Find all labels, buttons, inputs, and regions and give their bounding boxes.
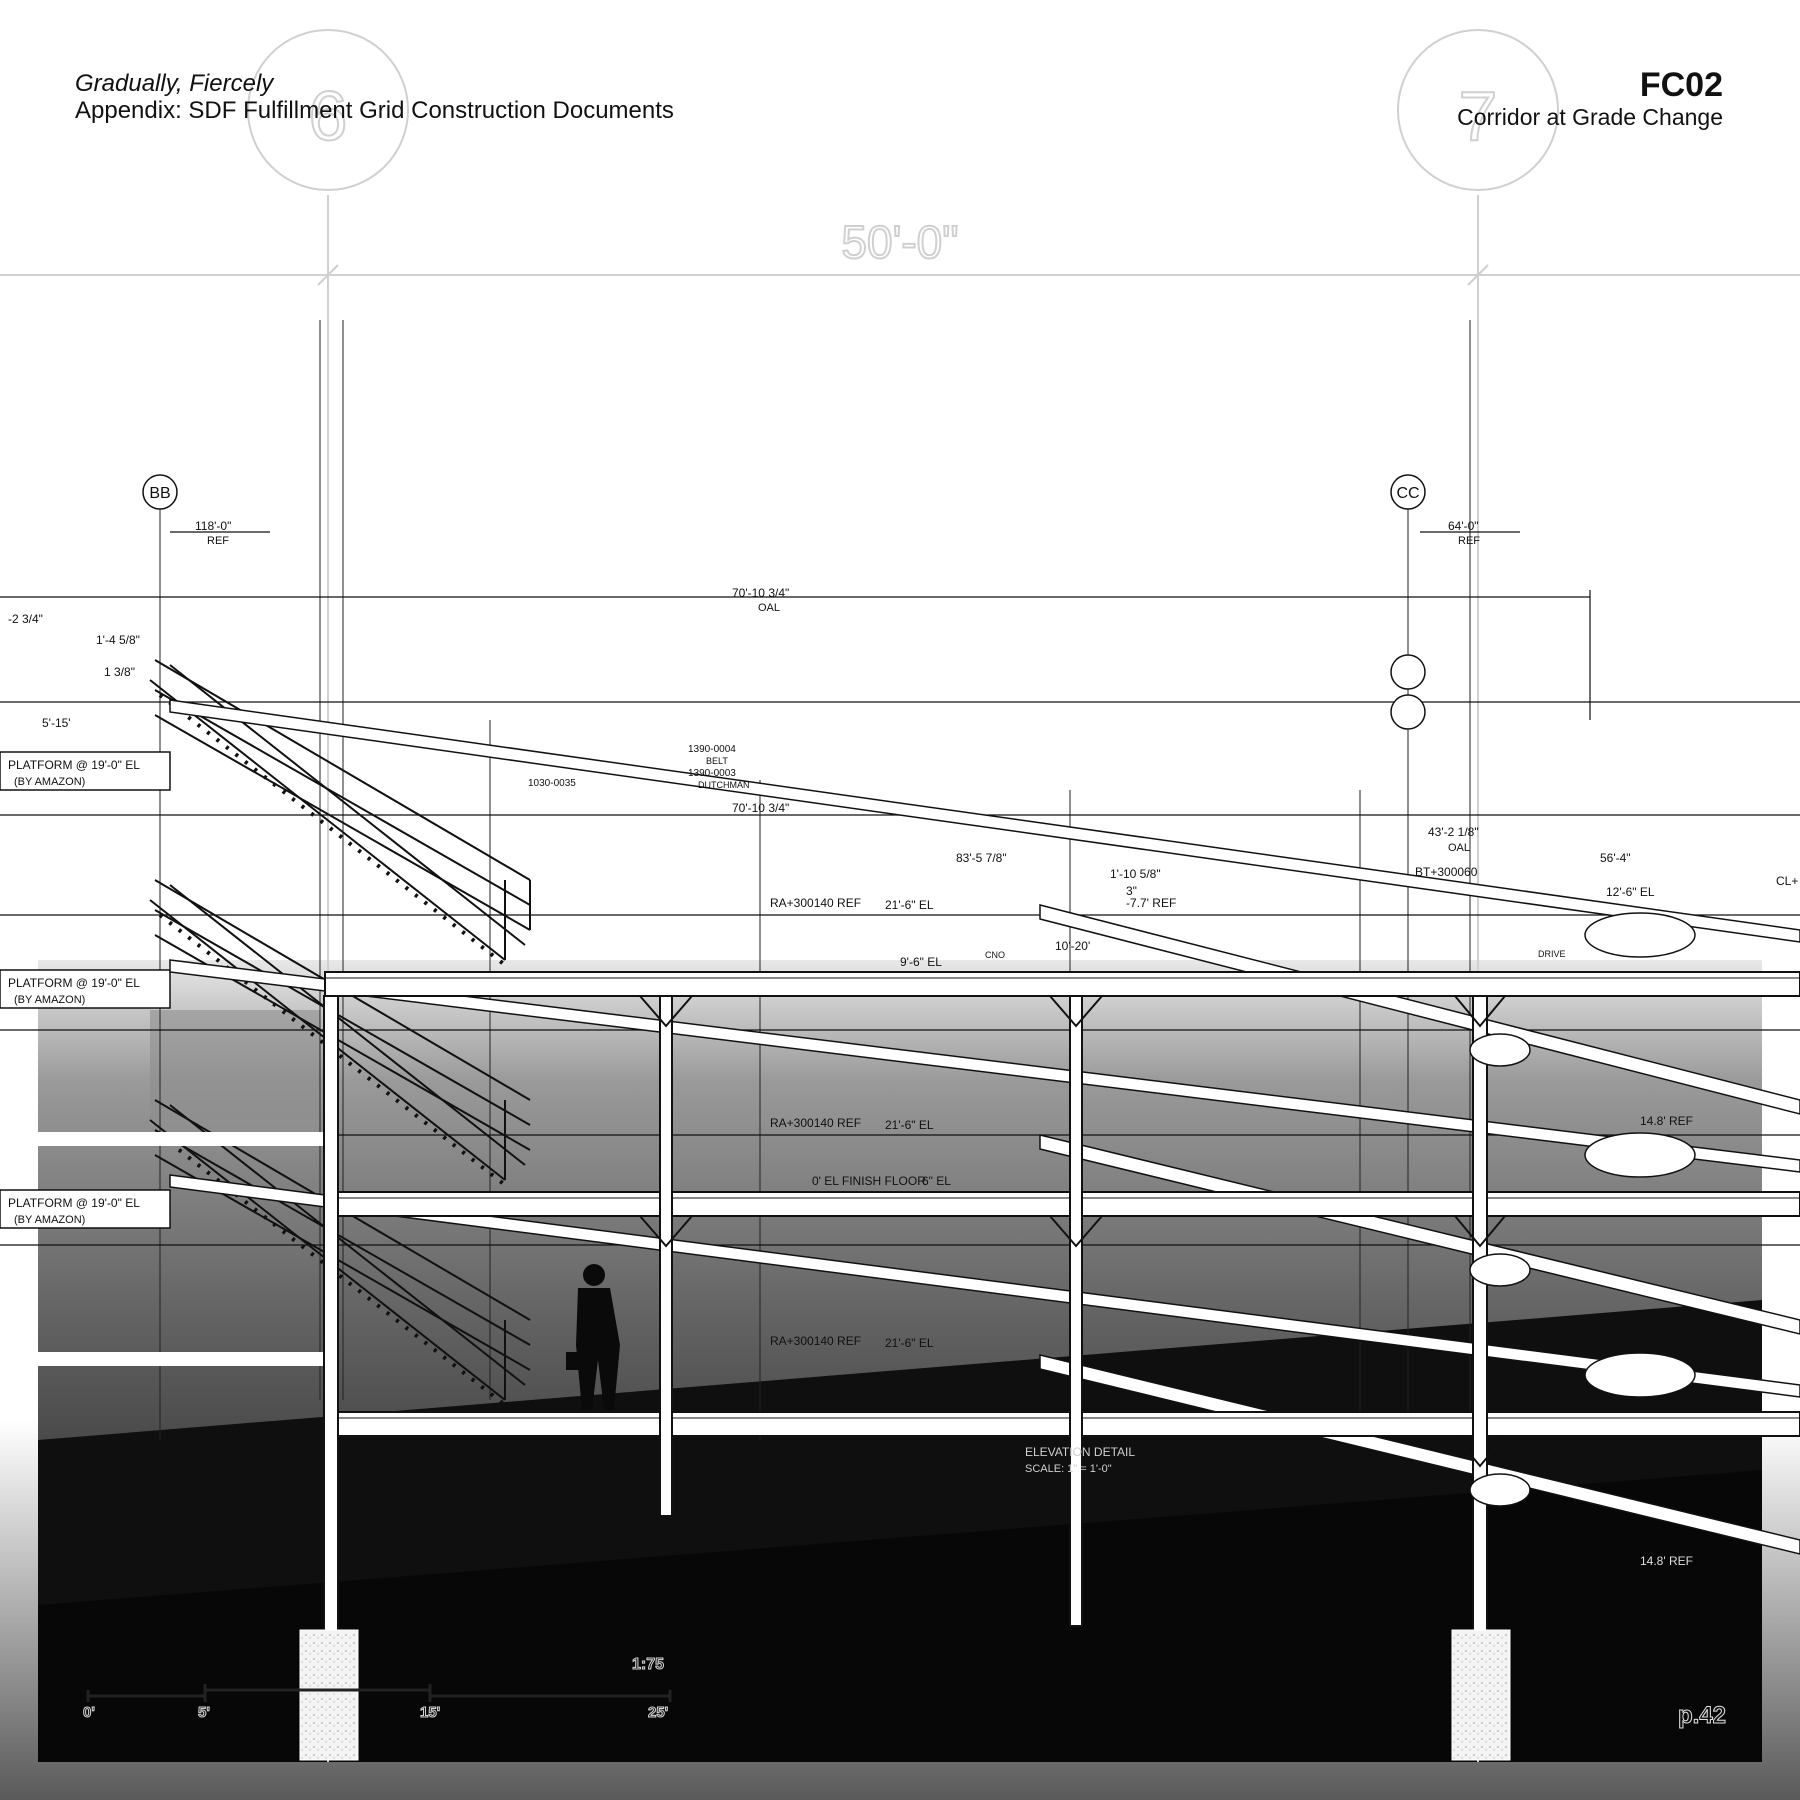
tag-dutchman: 1390-0003 <box>688 768 736 779</box>
column-3 <box>1069 995 1083 1627</box>
ref-7-7: -7.7' REF <box>1126 896 1176 910</box>
ref-14-8: 14.8' REF <box>1640 1114 1693 1128</box>
dim-10-20: 10'-20' <box>1055 939 1090 953</box>
stair-treads <box>158 693 507 1407</box>
platform-label-2: PLATFORM @ 19'-0" EL <box>8 976 140 990</box>
finish-floor-2: 0' EL FINISH FLOOR <box>812 1394 926 1408</box>
platform-label-3: PLATFORM @ 19'-0" EL <box>8 1196 140 1210</box>
ref-118: 118'-0" <box>195 519 231 533</box>
ground-dark <box>38 1470 1762 1762</box>
by-amazon-1: (BY AMAZON) <box>14 776 85 788</box>
footing-left <box>299 1629 359 1761</box>
by-amazon-3: (BY AMAZON) <box>14 1214 85 1226</box>
grid-span-dim: 50'-0" <box>841 216 958 268</box>
drive-label: DRIVE <box>1538 949 1566 959</box>
grid-bubble-left <box>247 29 409 191</box>
deck-slabs <box>0 971 1800 1437</box>
conveyor-ramps <box>169 699 1800 1555</box>
elevation-detail-title: ELEVATION DETAIL <box>1025 1445 1135 1459</box>
scale-tick-15: 15' <box>419 1704 441 1722</box>
scale-tick-25: 25' <box>647 1704 669 1722</box>
oal-length: 70'-10 3/4" <box>732 586 789 600</box>
tree-line <box>150 1010 320 1120</box>
scale-bar <box>86 1684 672 1702</box>
ref-14-8-2: 14.8' REF <box>1640 1334 1693 1348</box>
scale-tick-5: 5' <box>198 1704 211 1722</box>
bt-ref: BT+300060 <box>1415 865 1478 879</box>
ref-64-label: REF <box>1458 535 1480 547</box>
oal-label: OAL <box>758 602 780 614</box>
column-2 <box>659 995 673 1517</box>
ref-64: 64'-0" <box>1448 519 1479 533</box>
dim-2-3-4: -2 3/4" <box>8 612 43 626</box>
el-21-6: 21'-6" EL <box>885 898 934 912</box>
dim-1-10: 1'-10 5/8" <box>1110 867 1161 881</box>
dim-56-4: 56'-4" <box>1600 851 1631 865</box>
el-21-6-2: 21'-6" EL <box>885 1118 934 1132</box>
dutchman-label: DUTCHMAN <box>698 780 750 790</box>
cl-label: CL+ <box>1776 874 1798 888</box>
oal-label-2: OAL <box>1448 842 1470 854</box>
ra-ref-3: RA+300140 REF <box>770 1334 861 1348</box>
el-6: 6" EL <box>922 1174 951 1188</box>
dim-1-4-5-8: 1'-4 5/8" <box>96 633 140 647</box>
dim-3: 3" <box>1126 884 1137 898</box>
el-21-6-3: 21'-6" EL <box>885 1336 934 1350</box>
knee-braces <box>639 995 1506 1468</box>
dim-5-15: 5'-15' <box>42 716 71 730</box>
ref-118-label: REF <box>207 535 229 547</box>
tag-typ: 1030-0035 <box>528 778 576 789</box>
dim-83-5: 83'-5 7/8" <box>956 851 1007 865</box>
grid-cc-bubble <box>1390 474 1426 510</box>
by-amazon-2: (BY AMAZON) <box>14 994 85 1006</box>
tag-belt: 1390-0004 <box>688 744 736 755</box>
grid-bubble-right-label: 7 <box>1459 77 1498 155</box>
grid-bubble-left-label: 6 <box>309 77 348 155</box>
grid-markers <box>142 474 1426 730</box>
header-right: FC02 Corridor at Grade Change <box>1457 66 1723 130</box>
footing-right <box>1451 1629 1511 1761</box>
appendix-title: Appendix: SDF Fulfillment Grid Construct… <box>75 97 674 124</box>
belt-label: BELT <box>706 756 728 766</box>
sheet-code: FC02 <box>1639 66 1723 104</box>
scale-tick-0: 0' <box>83 1704 96 1722</box>
oal-length-2: 70'-10 3/4" <box>732 801 789 815</box>
scale-ratio: 1:75 <box>631 1656 665 1674</box>
ra-ref-2: RA+300140 REF <box>770 1116 861 1130</box>
grid-bb-bubble <box>142 474 178 510</box>
elevation-detail-scale: SCALE: 1" = 1'-0" <box>1025 1463 1112 1475</box>
platform-label-1: PLATFORM @ 19'-0" EL <box>8 758 140 772</box>
platform-boxes <box>0 751 171 1229</box>
cno-label: CNO <box>985 950 1005 960</box>
deck-slab-edges <box>325 977 1800 1419</box>
grid-cc-label: CC <box>1396 485 1419 502</box>
grid-bb-label: BB <box>149 485 170 502</box>
conveyor-drives <box>1469 912 1696 1507</box>
header-left: Gradually, Fiercely Appendix: SDF Fulfil… <box>75 70 674 124</box>
ref-14-8-3: 14.8' REF <box>1640 1554 1693 1568</box>
person-silhouette <box>566 1264 620 1410</box>
finish-floor-1: 0' EL FINISH FLOOR <box>812 1174 926 1188</box>
sheet-title: Corridor at Grade Change <box>1457 104 1723 130</box>
dim-1-3-8: 1 3/8" <box>104 665 135 679</box>
grid-bubble-right <box>1397 29 1559 191</box>
el-12-6: 12'-6" EL <box>1606 885 1655 899</box>
ra-ref: RA+300140 REF <box>770 896 861 910</box>
series-title: Gradually, Fiercely <box>75 70 274 97</box>
page-number: p.42 <box>1677 1702 1727 1730</box>
el-9-6: 9'-6" EL <box>900 955 942 969</box>
dim-43-2: 43'-2 1/8" <box>1428 825 1479 839</box>
